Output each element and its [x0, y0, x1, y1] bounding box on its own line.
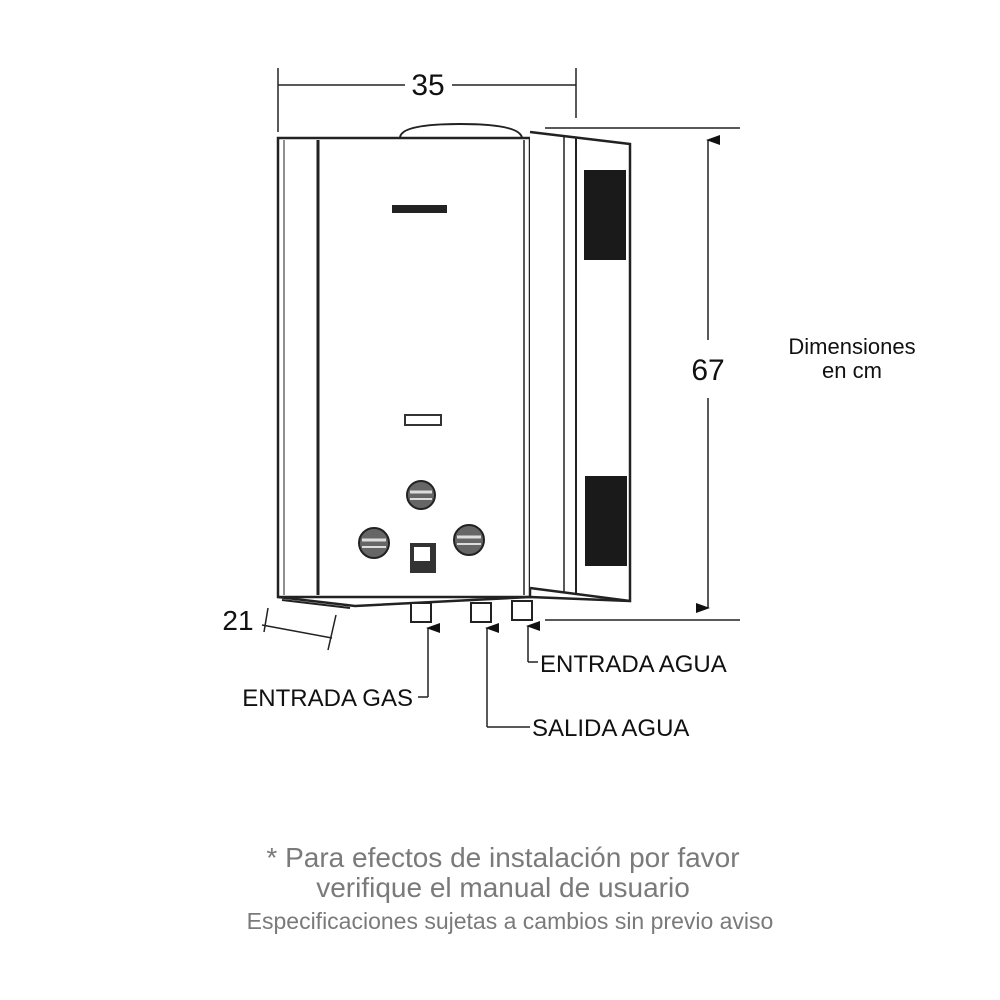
footer-note-line1: * Para efectos de instalación por favor	[266, 842, 739, 873]
connection-leaders	[418, 626, 538, 728]
water-inlet-label: ENTRADA AGUA	[540, 651, 727, 678]
height-dimension	[545, 127, 740, 621]
control-knob-top	[406, 480, 436, 510]
control-knob-right	[453, 524, 485, 556]
pipe-connectors	[410, 600, 533, 623]
vent-grille-bottom	[585, 476, 627, 566]
depth-dimension	[261, 607, 337, 651]
brand-logo-plate	[392, 205, 447, 213]
gas-inlet-label: ENTRADA GAS	[242, 685, 413, 712]
control-knob-left	[358, 527, 390, 559]
battery-compartment	[410, 543, 436, 573]
units-note-line1: Dimensiones	[788, 334, 915, 359]
vent-grille-top	[584, 170, 626, 260]
height-value: 67	[691, 354, 724, 387]
water-outlet-label: SALIDA AGUA	[532, 715, 689, 742]
footer-disclaimer: Especificaciones sujetas a cambios sin p…	[247, 908, 774, 934]
display-window	[404, 414, 442, 426]
depth-value: 21	[222, 605, 253, 636]
width-value: 35	[411, 69, 444, 102]
units-note-line2: en cm	[822, 358, 882, 383]
width-dimension	[277, 68, 577, 132]
footer-note-line2: verifique el manual de usuario	[316, 872, 690, 903]
